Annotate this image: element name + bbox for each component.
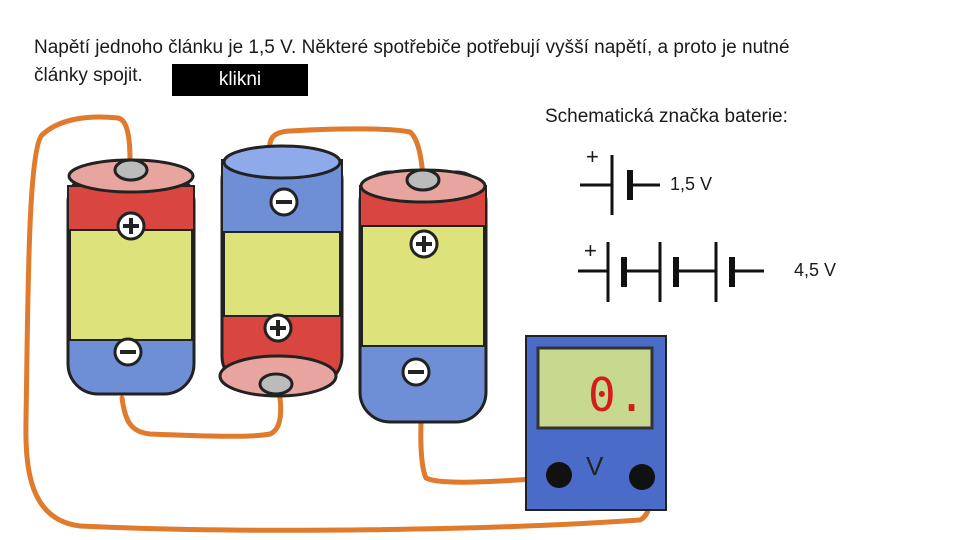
- wire-top-link: [266, 126, 427, 188]
- plus-sign-single: +: [586, 144, 599, 169]
- schema-title: Schematická značka baterie:: [545, 106, 788, 127]
- intro-line-2: články spojit.: [34, 65, 143, 86]
- battery-1: [66, 158, 196, 396]
- wire-left-loop: [23, 114, 654, 533]
- voltmeter: [525, 335, 667, 511]
- intro-text: Napětí jednoho článku je 1,5 V. Některé …: [34, 34, 934, 90]
- voltage-label-triple: 4,5 V: [794, 260, 837, 280]
- battery-3: [358, 168, 488, 424]
- voltmeter-reading: 0.: [588, 368, 648, 422]
- battery-2: [218, 144, 344, 398]
- klikni-button[interactable]: klikni: [172, 64, 308, 96]
- battery-symbol-single: [580, 155, 660, 215]
- battery-symbol-triple: [578, 242, 764, 302]
- wire-meter-link: [418, 402, 553, 485]
- intro-line-1: Napětí jednoho článku je 1,5 V. Některé …: [34, 37, 790, 58]
- plus-sign-triple: +: [584, 238, 597, 263]
- wire-bottom-link: [119, 395, 284, 439]
- voltmeter-unit: V: [586, 451, 604, 481]
- voltage-label-single: 1,5 V: [670, 174, 713, 194]
